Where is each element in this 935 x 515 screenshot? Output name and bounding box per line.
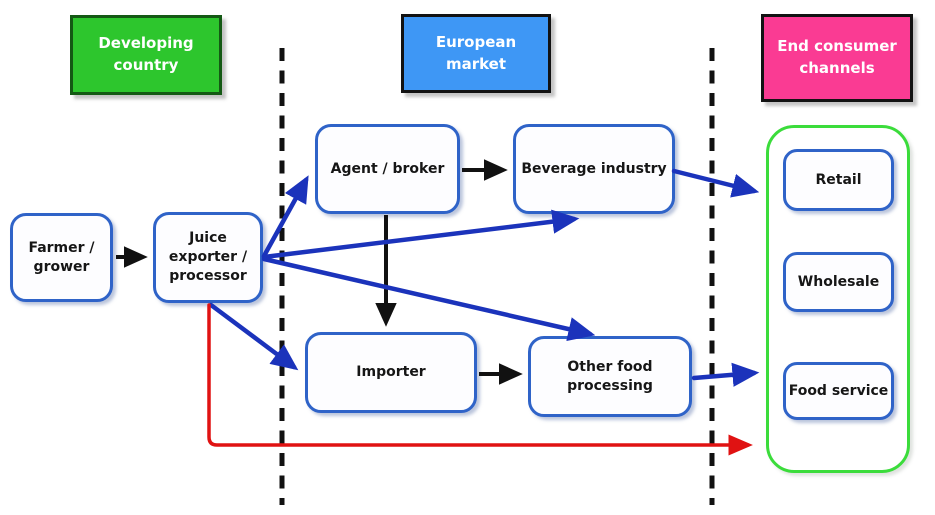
arrow-juice-to-agent — [261, 175, 309, 259]
node-beverage-industry: Beverage industry — [513, 124, 675, 214]
arrow-juice-to-beverage — [261, 209, 580, 260]
node-farmer-grower: Farmer / grower — [10, 213, 113, 302]
node-juice-exporter-processor: Juice exporter / processor — [153, 212, 263, 303]
zone-header-end-consumer-channels: End consumer channels — [761, 14, 913, 102]
node-food-service: Food service — [783, 362, 894, 420]
arrow-beverage-to-retail — [671, 168, 760, 198]
arrow-otherfood-to-foodservice — [691, 362, 760, 387]
node-importer: Importer — [305, 332, 477, 413]
zone-header-european-market: European market — [401, 14, 551, 93]
zone-header-developing-country: Developing country — [70, 15, 222, 95]
node-agent-broker: Agent / broker — [315, 124, 460, 214]
arrow-juice-to-importer — [208, 302, 299, 371]
node-wholesale: Wholesale — [783, 252, 894, 312]
node-retail: Retail — [783, 149, 894, 211]
node-other-food-processing: Other food processing — [528, 336, 692, 417]
arrow-juice-to-otherfood — [261, 256, 596, 341]
